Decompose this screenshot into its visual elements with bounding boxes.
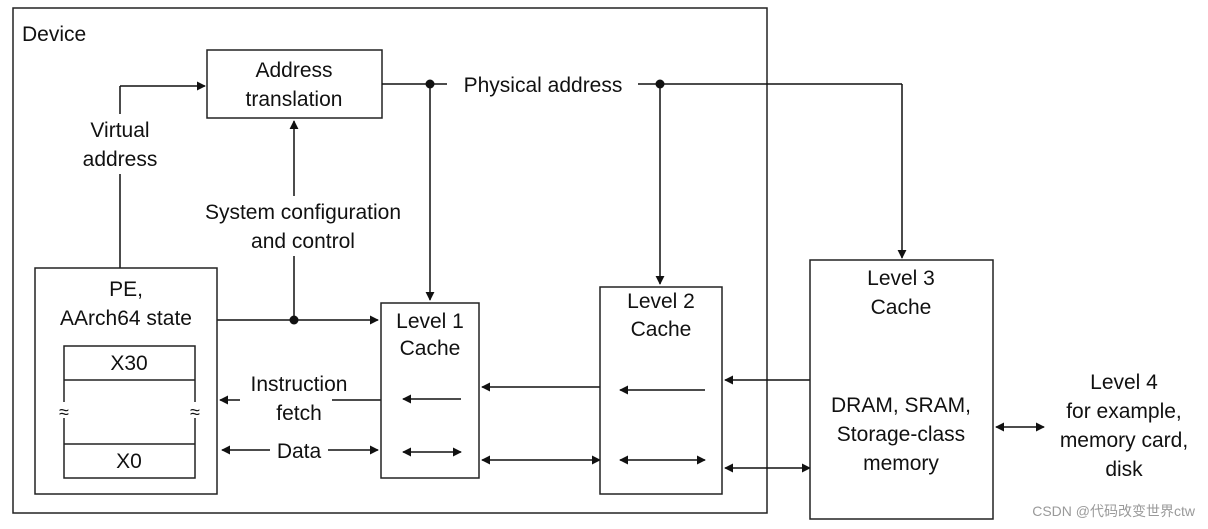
system-config-label-1: System configuration (205, 201, 401, 224)
instruction-fetch-label-1: Instruction (251, 373, 348, 396)
level1-cache-box: Level 1 Cache (380, 302, 480, 479)
level4-label-3: memory card, (1060, 429, 1188, 452)
register-file: X30 X0 ≈ ≈ (58, 345, 201, 479)
register-break-mark-left: ≈ (59, 402, 69, 422)
level2-label-2: Cache (631, 318, 692, 341)
junction-dot (655, 79, 665, 89)
junction-dot (425, 79, 435, 89)
virtual-address-label-1: Virtual (90, 119, 149, 142)
pe-label-1: PE, (109, 278, 143, 301)
level2-label-1: Level 2 (627, 290, 695, 313)
level4-label-2: for example, (1066, 400, 1182, 423)
physical-address-label: Physical address (464, 74, 623, 97)
address-translation-label-1: Address (255, 59, 332, 82)
address-translation-box: Address translation (206, 49, 383, 119)
level3-memory-3: memory (863, 452, 939, 475)
level3-memory-2: Storage-class (837, 423, 965, 446)
level3-cache-box: Level 3 Cache DRAM, SRAM, Storage-class … (809, 259, 994, 520)
system-config-label-2: and control (251, 230, 355, 253)
instruction-fetch-label-2: fetch (276, 402, 322, 425)
junction-dot (289, 315, 299, 325)
pe-l1-links (219, 395, 381, 455)
level1-label-1: Level 1 (396, 310, 464, 333)
level3-memory-1: DRAM, SRAM, (831, 394, 971, 417)
watermark-text: CSDN @代码改变世界ctw (1032, 503, 1196, 519)
level4-label-1: Level 4 (1090, 371, 1158, 394)
level4-text: Level 4 for example, memory card, disk (1060, 371, 1188, 481)
register-break-mark-right: ≈ (190, 402, 200, 422)
level1-label-2: Cache (400, 337, 461, 360)
register-x30: X30 (110, 352, 147, 375)
level4-label-4: disk (1105, 458, 1143, 481)
level3-label-1: Level 3 (867, 267, 935, 290)
pe-label-2: AArch64 state (60, 307, 192, 330)
device-box: Device (12, 7, 768, 514)
l2-l3-links (724, 375, 811, 473)
virtual-address-path (119, 81, 206, 268)
level2-cache-box: Level 2 Cache (599, 286, 723, 495)
register-x0: X0 (116, 450, 142, 473)
physical-address-bus (382, 83, 907, 301)
data-label: Data (277, 440, 322, 463)
address-translation-label-2: translation (246, 88, 343, 111)
l1-l2-links (481, 382, 601, 465)
device-label: Device (22, 23, 86, 46)
virtual-address-label-2: address (83, 148, 158, 171)
level3-label-2: Cache (871, 296, 932, 319)
